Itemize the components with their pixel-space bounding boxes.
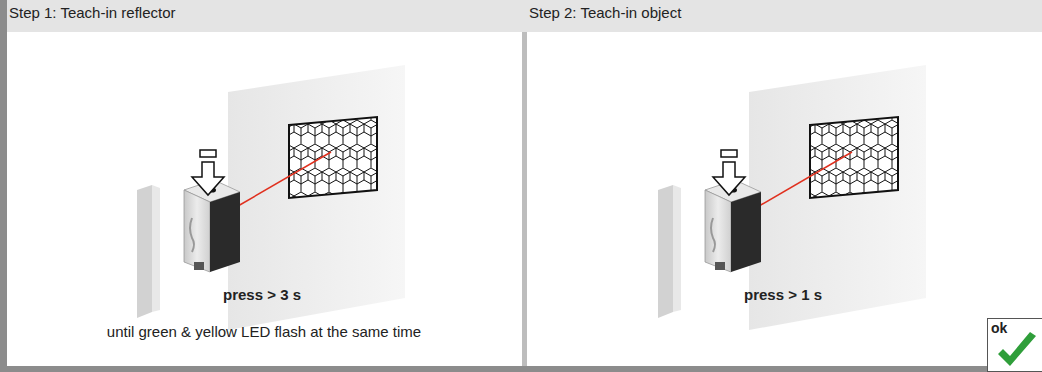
step-panel: Step 1: Teach-in reflector xyxy=(7,0,528,366)
step-heading: Step 2: Teach-in object xyxy=(527,0,1042,32)
instruction: press > 3 s xyxy=(223,286,301,303)
step-heading: Step 1: Teach-in reflector xyxy=(7,0,528,32)
ok-box: ok xyxy=(987,318,1042,372)
panel-ground xyxy=(7,0,522,366)
sensor-illustration xyxy=(137,65,405,330)
step-panel: Step 2: Teach-in object ok xyxy=(527,0,1042,366)
divider xyxy=(522,0,527,366)
instruction: press > 1 s xyxy=(744,286,822,303)
note: until green & yellow LED flash at the sa… xyxy=(107,323,421,340)
panel-ground xyxy=(527,0,1042,366)
ok-label: ok xyxy=(988,319,1042,336)
sensor-illustration xyxy=(658,65,926,330)
